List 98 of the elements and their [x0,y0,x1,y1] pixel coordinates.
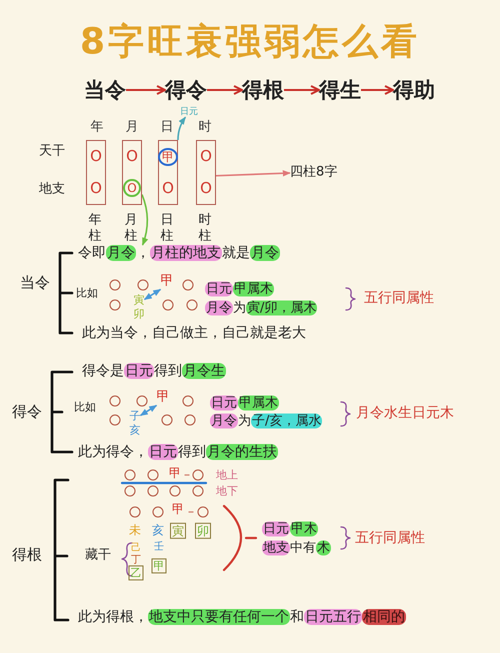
step-text: 得生 [319,78,361,102]
character-label: 甲 [160,274,174,290]
character-label: 壬 [154,541,164,553]
step-text: 得令 [165,78,207,102]
column-header: 日 [160,120,174,136]
character-label: 四柱8字 [290,166,338,180]
note-text: 此为得令，日元得到月令的生扶 [78,444,278,460]
row-label: 天干 [39,144,65,160]
arrow [177,116,186,140]
boxed-character: 卯 [195,522,211,540]
circle-mark [184,414,196,426]
boxed-character: 寅 [170,522,186,540]
circle-mark [186,300,198,310]
column-header: 时 [198,120,212,136]
circle-mark [148,470,158,480]
pillar-character: O [89,148,103,166]
pillar-name: 日柱 [160,212,174,244]
column-header: 月 [126,120,138,136]
character-label: 己 [131,542,141,554]
step-text: 得根 [242,78,284,102]
character-label: 甲 [169,467,181,481]
circle-mark [182,396,194,406]
note-text: 日元甲木 [262,522,318,538]
pillar-character: O [125,148,139,165]
note-text: 令即月令，月柱的地支就是月令 [78,244,280,262]
section-heading: 得根 [12,546,42,564]
character-label: 日元 [180,106,198,118]
pillar-name: 时柱 [198,212,212,244]
chevron-arrow [284,85,320,95]
pillar-name: 年柱 [88,212,102,244]
circle-mark [110,396,120,406]
note-text: 地下 [216,486,238,498]
double-arrow [140,404,158,416]
circle-mark [110,414,120,426]
pillar-character: O [89,180,103,197]
title: 8字旺衰强弱怎么看 [80,21,420,63]
arrow [216,170,291,177]
step-text: 得助 [393,78,435,102]
circle-mark [110,280,120,290]
section-heading: 当令 [20,274,50,292]
circle-mark [170,486,180,496]
circle-mark [182,280,194,290]
note-text: 得令是日元得到月令生 [82,362,226,380]
pillar-box [86,140,106,205]
step-text: 当令 [84,78,126,102]
row-label: 藏干 [85,548,111,564]
note-text: 此为当令，自己做主，自己就是老大 [82,324,306,342]
circled-character: O [123,179,141,197]
conclusion-text: 月令水生日元木 [356,404,454,422]
boxed-character: 乙 [128,565,144,581]
note-text: 日元甲属木 [205,282,274,298]
note-text: 月令为子/亥，属水 [210,414,322,430]
note-text: 月令为寅/卯，属木 [205,302,318,316]
note-text: 地上 [216,470,238,482]
conclusion-text: 五行同属性 [355,530,425,546]
note-text: 日元甲属木 [210,396,279,412]
note-text: 比如 [74,402,96,414]
pillar-character: O [199,180,213,197]
circle-mark [152,506,164,518]
circle-mark [162,300,174,310]
pillar-character: O [199,148,213,166]
pillar-character: O [161,180,175,197]
chevron-arrow [126,85,166,95]
chevron-arrow [361,85,394,95]
character-label: 未 [129,524,141,538]
circle-mark [124,470,136,480]
note-text: 此为得根，地支中只要有任何一个和日元五行相同的 [78,608,406,626]
circle-mark [198,506,208,518]
double-arrow [144,288,162,300]
character-label: 丁 [131,554,141,566]
character-label: 甲 [156,390,170,406]
pillar-box [158,140,178,205]
circle-mark [136,396,148,406]
boxed-character: 甲 [152,558,166,574]
column-header: 年 [90,120,104,136]
circle-mark [148,486,158,496]
row-label: 地支 [39,182,65,198]
circle-mark [138,280,148,290]
character-label: 甲 [172,503,184,517]
pillar-box [196,140,216,205]
section-heading: 得令 [12,403,42,421]
arrow [141,194,148,246]
chevron-arrow [207,85,243,95]
circle-mark [124,486,136,496]
circle-mark [192,486,204,496]
branch-characters: 子 亥 [130,410,140,438]
circle-mark [110,300,120,310]
note-text: 地支中有木 [262,542,331,556]
conclusion-text: 五行同属性 [364,290,434,306]
circle-mark [162,414,172,426]
circle-mark [192,470,204,480]
pillar-box [122,140,142,205]
circled-character: 甲 [158,148,178,166]
character-label: 亥 [152,524,164,538]
circle-mark [130,506,140,518]
note-text: 比如 [76,288,98,300]
branch-characters: 寅 卯 [134,294,144,322]
pillar-name: 月柱 [124,212,138,244]
